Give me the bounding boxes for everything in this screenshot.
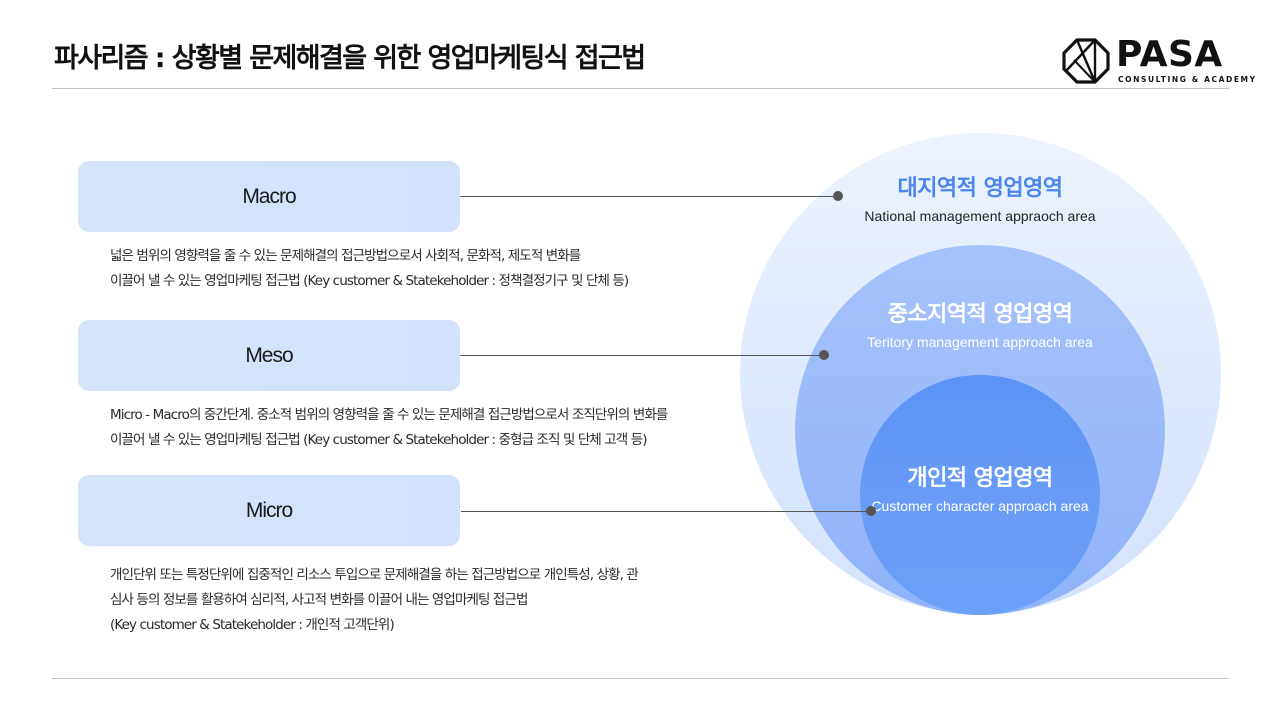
- inner-circle-label: 개인적 영업영역 Customer character approach are…: [870, 460, 1090, 516]
- inner-circle-customer: [860, 375, 1100, 615]
- middle-circle-title: 중소지역적 영업영역: [887, 302, 1073, 327]
- macro-connector-dot: [833, 191, 843, 201]
- inner-circle-subtitle: Customer character approach area: [871, 498, 1089, 514]
- logo-subtitle: CONSULTING & ACADEMY: [1118, 75, 1257, 84]
- outer-circle-title: 대지역적 영업영역: [897, 176, 1063, 201]
- macro-level-box: Macro: [78, 161, 460, 232]
- header-divider: [52, 88, 1229, 89]
- middle-circle-subtitle: Teritory management approach area: [867, 334, 1093, 350]
- octagon-logo-icon: [1062, 38, 1110, 84]
- company-logo: PASA CONSULTING & ACADEMY: [1062, 34, 1255, 86]
- outer-circle-label: 대지역적 영업영역 National management appraoch a…: [780, 170, 1180, 226]
- macro-description-line: 넓은 범위의 영향력을 줄 수 있는 문제해결의 접근방법으로서 사회적, 문화…: [110, 248, 581, 264]
- outer-circle-subtitle: National management appraoch area: [864, 208, 1096, 224]
- meso-description-line: Micro - Macro의 중간단계. 중소적 범위의 영향력을 줄 수 있는…: [110, 407, 668, 423]
- page-title: 파사리즘 : 상황별 문제해결을 위한 영업마케팅식 접근법: [54, 43, 646, 74]
- meso-description: Micro - Macro의 중간단계. 중소적 범위의 영향력을 줄 수 있는…: [110, 403, 668, 453]
- micro-description-line: 개인단위 또는 특정단위에 집중적인 리소스 투입으로 문제해결을 하는 접근방…: [110, 567, 639, 583]
- meso-connector-line: [460, 355, 825, 356]
- meso-connector-dot: [819, 350, 829, 360]
- macro-connector-line: [460, 196, 838, 197]
- micro-description-line: (Key customer & Statekeholder : 개인적 고객단위…: [110, 617, 395, 633]
- meso-level-box: Meso: [78, 320, 460, 391]
- micro-level-box: Micro: [78, 475, 460, 546]
- macro-description: 넓은 범위의 영향력을 줄 수 있는 문제해결의 접근방법으로서 사회적, 문화…: [110, 244, 629, 294]
- footer-divider: [52, 678, 1229, 679]
- micro-description: 개인단위 또는 특정단위에 집중적인 리소스 투입으로 문제해결을 하는 접근방…: [110, 563, 639, 638]
- micro-description-line: 심사 등의 정보를 활용하여 심리적, 사고적 변화를 이끌어 내는 영업마케팅…: [110, 592, 528, 608]
- middle-circle-label: 중소지역적 영업영역 Teritory management approach …: [780, 296, 1180, 352]
- meso-description-line: 이끌어 낼 수 있는 영업마케팅 접근법 (Key customer & Sta…: [110, 432, 648, 448]
- inner-circle-title: 개인적 영업영역: [907, 466, 1053, 491]
- micro-connector-line: [461, 511, 871, 512]
- macro-description-line: 이끌어 낼 수 있는 영업마케팅 접근법 (Key customer & Sta…: [110, 273, 629, 289]
- logo-wordmark: PASA: [1116, 34, 1223, 75]
- micro-connector-dot: [866, 506, 876, 516]
